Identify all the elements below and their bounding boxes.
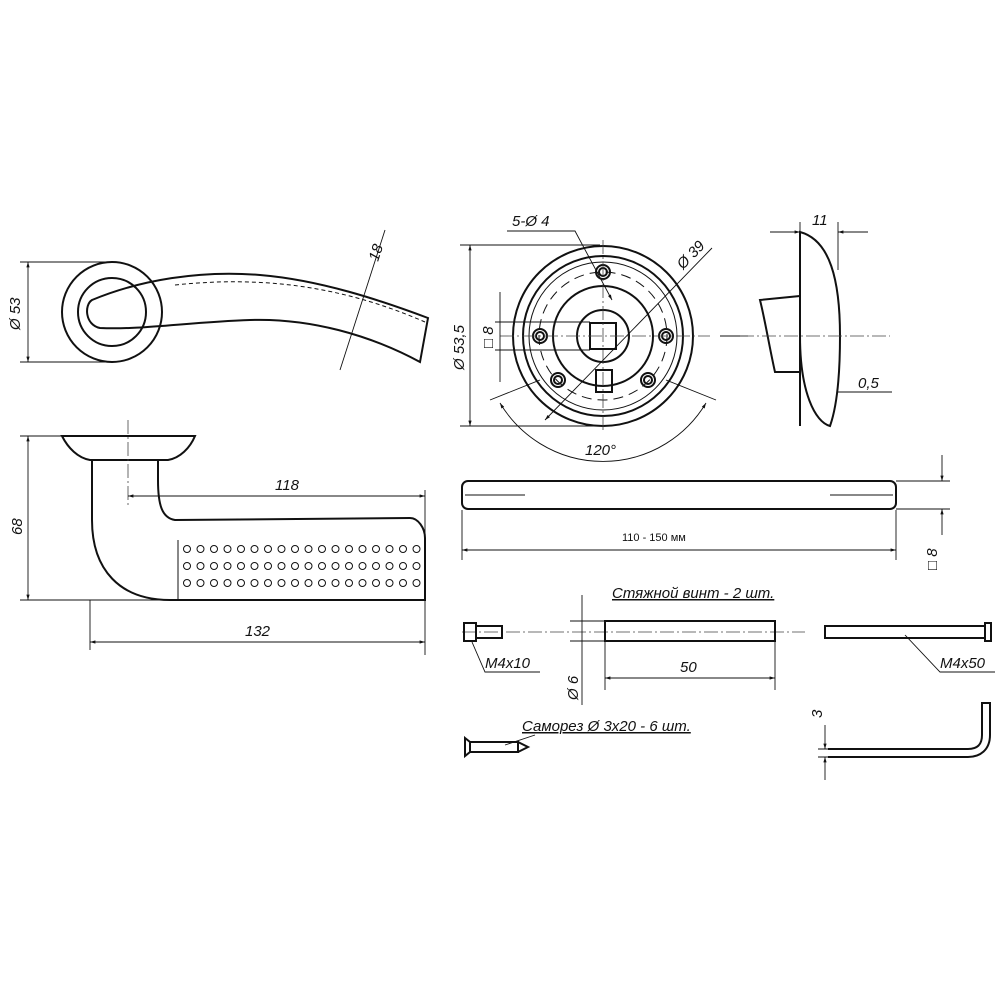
spindle: □ 8 110 - 150 мм bbox=[461, 455, 950, 570]
rosette-side-view: 11 0,5 bbox=[740, 212, 892, 428]
grip-dot bbox=[399, 562, 407, 570]
grip-dot bbox=[291, 545, 299, 553]
grip-dot bbox=[345, 562, 353, 570]
grip-dot bbox=[183, 545, 191, 553]
grip-dot bbox=[318, 545, 326, 553]
grip-dot bbox=[412, 562, 421, 570]
grip-dot bbox=[318, 562, 326, 570]
grip-dot bbox=[331, 562, 340, 570]
mount-holes bbox=[532, 264, 674, 388]
grip-dot bbox=[385, 579, 394, 587]
grip-dot bbox=[183, 579, 191, 587]
label-short-screw: M4x10 bbox=[485, 655, 531, 672]
grip-dot bbox=[277, 545, 286, 553]
grip-dot bbox=[345, 579, 353, 587]
handle-top-view: Ø 53 18 bbox=[7, 229, 430, 371]
dim-rosette-gap: 0,5 bbox=[858, 375, 880, 392]
grip-dot bbox=[223, 545, 232, 553]
grip-dot bbox=[250, 579, 259, 587]
grip-dot bbox=[358, 562, 367, 570]
grip-dot bbox=[291, 562, 299, 570]
grip-dot bbox=[210, 545, 218, 553]
dim-rosette-outer: Ø 53,5 bbox=[451, 324, 468, 371]
mount-hole bbox=[550, 372, 566, 388]
grip-dot bbox=[304, 579, 313, 587]
dim-handle-length: 132 bbox=[245, 623, 271, 640]
mount-hole bbox=[643, 375, 653, 385]
dim-spindle-length: 110 - 150 мм bbox=[622, 532, 686, 544]
dim-rosette-thick: 11 bbox=[812, 212, 828, 229]
dim-spindle-square: □ 8 bbox=[924, 548, 941, 570]
grip-dots bbox=[183, 545, 421, 587]
dim-hole-angle: 120° bbox=[585, 442, 616, 459]
dim-handle-height: 68 bbox=[9, 518, 26, 535]
mount-hole bbox=[640, 372, 656, 388]
hex-key: 3 bbox=[809, 702, 991, 780]
grip-dot bbox=[210, 562, 218, 570]
grip-dot bbox=[250, 562, 259, 570]
wood-screw: Саморез Ø 3x20 - 6 шт. bbox=[464, 718, 691, 759]
dim-handle-dia: Ø 53 bbox=[7, 297, 24, 331]
grip-dot bbox=[385, 562, 394, 570]
grip-dot bbox=[223, 562, 232, 570]
grip-dot bbox=[358, 579, 367, 587]
screws-title: Стяжной винт - 2 шт. bbox=[612, 585, 774, 602]
grip-dot bbox=[264, 562, 272, 570]
wood-screw-title: Саморез Ø 3x20 - 6 шт. bbox=[522, 718, 691, 735]
grip-dot bbox=[304, 545, 313, 553]
grip-dot bbox=[237, 579, 245, 587]
grip-dot bbox=[277, 579, 286, 587]
grip-dot bbox=[277, 562, 286, 570]
grip-dot bbox=[237, 562, 245, 570]
grip-dot bbox=[291, 579, 299, 587]
rosette-front-view: Ø 53,5 □ 8 Ø 39 5-Ø 4 120° bbox=[451, 213, 748, 462]
mount-hole bbox=[553, 375, 563, 385]
dim-hex-key: 3 bbox=[809, 709, 826, 718]
connecting-screws: Стяжной винт - 2 шт. M4x10 Ø 6 50 M4x50 bbox=[462, 585, 995, 705]
grip-dot bbox=[304, 562, 313, 570]
grip-dot bbox=[196, 579, 205, 587]
grip-dot bbox=[250, 545, 259, 553]
label-long-screw: M4x50 bbox=[940, 655, 986, 672]
handle-side-view: 68 118 132 bbox=[9, 420, 426, 655]
grip-dot bbox=[331, 579, 340, 587]
grip-dot bbox=[237, 545, 245, 553]
grip-dot bbox=[372, 545, 380, 553]
grip-dot bbox=[264, 579, 272, 587]
dim-handle-reach: 118 bbox=[275, 477, 300, 494]
dim-handle-width: 18 bbox=[366, 241, 388, 263]
dim-sleeve-dia: Ø 6 bbox=[565, 675, 582, 701]
grip-dot bbox=[210, 579, 218, 587]
grip-dot bbox=[183, 562, 191, 570]
grip-dot bbox=[399, 545, 407, 553]
grip-dot bbox=[345, 545, 353, 553]
dim-rosette-inner: Ø 39 bbox=[673, 237, 709, 273]
grip-dot bbox=[412, 545, 421, 553]
dim-mount-holes: 5-Ø 4 bbox=[512, 213, 550, 230]
grip-dot bbox=[372, 579, 380, 587]
grip-dot bbox=[318, 579, 326, 587]
grip-dot bbox=[196, 545, 205, 553]
grip-dot bbox=[358, 545, 367, 553]
grip-dot bbox=[196, 562, 205, 570]
grip-dot bbox=[412, 579, 421, 587]
grip-dot bbox=[385, 545, 394, 553]
grip-dot bbox=[331, 545, 340, 553]
grip-dot bbox=[372, 562, 380, 570]
grip-dot bbox=[399, 579, 407, 587]
grip-dot bbox=[264, 545, 272, 553]
grip-dot bbox=[223, 579, 232, 587]
dim-sleeve-length: 50 bbox=[680, 659, 697, 676]
dim-rosette-square: □ 8 bbox=[480, 326, 497, 348]
